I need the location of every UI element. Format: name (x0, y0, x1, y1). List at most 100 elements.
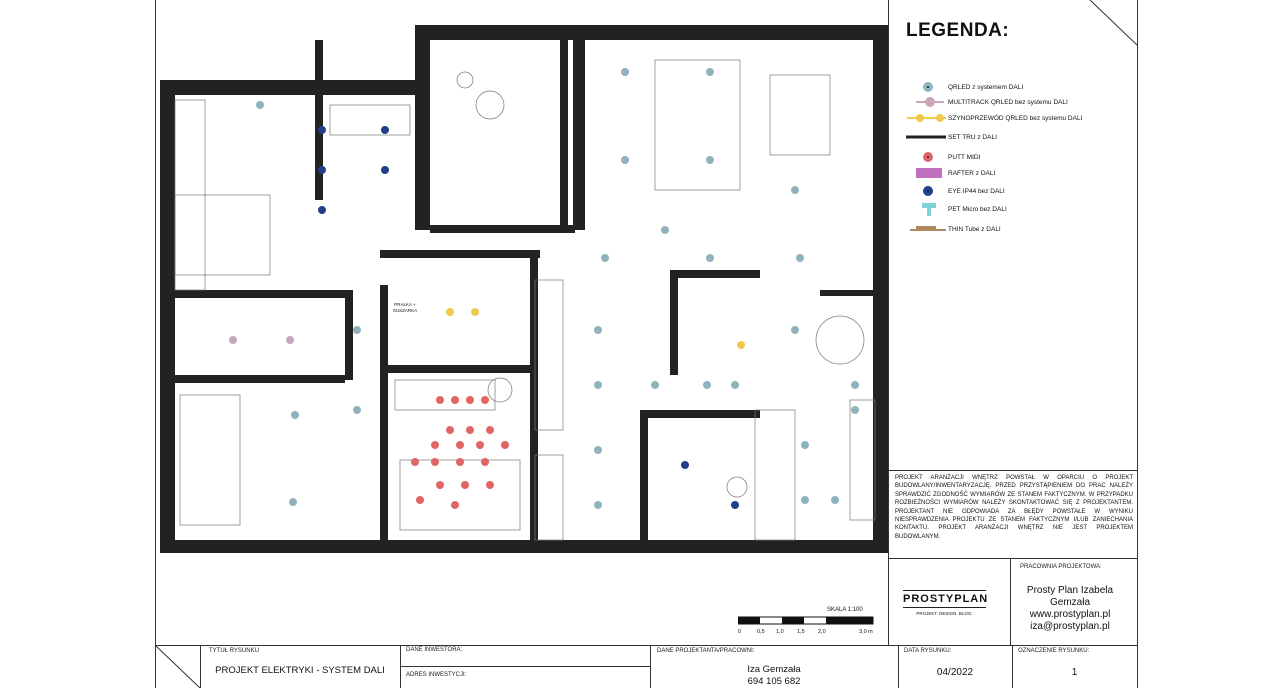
light-fixture (456, 441, 464, 449)
tb-div (200, 645, 201, 688)
furniture (815, 315, 865, 365)
legend-label: PUTT MIDI (948, 153, 981, 161)
light-fixture (851, 381, 859, 389)
studio-info: Prosty Plan Izabela Gemzała www.prostypl… (1012, 585, 1128, 633)
light-fixture (318, 206, 326, 214)
light-fixture (318, 166, 326, 174)
light-fixture (381, 126, 389, 134)
light-fixture (486, 426, 494, 434)
furniture (487, 377, 513, 403)
light-fixture (791, 326, 799, 334)
light-fixture (801, 496, 809, 504)
light-fixture (286, 336, 294, 344)
legend-label: SZYNOPRZEWÓD QRLED bez systemu DALI (948, 114, 1083, 122)
light-fixture (289, 498, 297, 506)
legend-item: SZYNOPRZEWÓD QRLED bez systemu DALI (900, 110, 1130, 126)
number-value: 1 (1071, 667, 1078, 678)
wall (160, 80, 175, 553)
light-fixture (731, 501, 739, 509)
light-fixture (446, 426, 454, 434)
furniture (849, 399, 876, 521)
light-fixture (594, 381, 602, 389)
light-fixture (431, 458, 439, 466)
multitrack-icon (900, 94, 946, 110)
light-fixture (594, 446, 602, 454)
wall (670, 270, 678, 375)
scale-tick: 2,0 (818, 629, 826, 635)
light-fixture (466, 426, 474, 434)
wall (345, 290, 353, 380)
light-fixture (481, 458, 489, 466)
legend-item: PUTT MIDI (900, 149, 1130, 165)
light-fixture (411, 458, 419, 466)
legend-label: THIN Tube z DALI (948, 225, 1001, 233)
scale-bar (738, 616, 874, 625)
wall (415, 25, 888, 40)
frame-right (1137, 0, 1138, 688)
wall (160, 540, 888, 553)
furniture (179, 394, 241, 526)
light-fixture (601, 254, 609, 262)
prostyplan-logo: PROSTYPLAN PROJEKT. DESIGN. BLOG. (903, 590, 987, 616)
light-fixture (466, 396, 474, 404)
wall (380, 365, 530, 373)
furniture (399, 459, 521, 531)
light-fixture (291, 411, 299, 419)
furniture (329, 104, 411, 136)
title-diagonal (155, 645, 201, 688)
studio-website[interactable]: www.prostyplan.pl (1029, 609, 1111, 620)
light-fixture (801, 441, 809, 449)
scale-tick: 0,5 (757, 629, 765, 635)
busbar-icon (900, 110, 946, 126)
legend-label: RAFTER z DALI (948, 169, 996, 177)
wall (873, 25, 888, 545)
wall (573, 25, 585, 230)
wall (175, 290, 345, 298)
drawing-title: PROJEKT ELEKTRYKI - SYSTEM DALI (215, 665, 385, 676)
investor-label: DANE INWESTORA: (406, 647, 463, 653)
legend-label: MULTITRACK QRLED bez systemu DALI (948, 98, 1068, 106)
legend-item: RAFTER z DALI (900, 165, 1130, 181)
rafter-icon (900, 165, 946, 181)
light-fixture (501, 441, 509, 449)
set-tru-icon (900, 129, 946, 145)
wall (640, 410, 760, 418)
scale-label: SKALA 1:100 (827, 607, 863, 613)
wall (430, 225, 575, 233)
light-fixture (451, 501, 459, 509)
date-value: 04/2022 (936, 667, 974, 678)
studio-divider (1010, 558, 1011, 645)
wall (160, 80, 415, 95)
light-fixture (594, 501, 602, 509)
light-fixture (703, 381, 711, 389)
pet-micro-icon (900, 201, 946, 217)
furniture (754, 409, 796, 541)
legend-label: PET Micro bez DALI (948, 205, 1007, 213)
light-fixture (416, 496, 424, 504)
light-fixture (661, 226, 669, 234)
scale-tick: 1,5 (797, 629, 805, 635)
corner-diagonal (1089, 0, 1138, 46)
studio-heading: PRACOWNIA PROJEKTOWA: (1020, 564, 1102, 570)
light-fixture (621, 156, 629, 164)
scale-tick: 1,0 (776, 629, 784, 635)
legend-bottom (888, 470, 1137, 471)
furniture (726, 476, 748, 498)
legend-label: SET TRU z DALI (948, 133, 997, 141)
tb-div (898, 645, 899, 688)
legend-item: THIN Tube z DALI (900, 221, 1130, 237)
light-fixture (706, 254, 714, 262)
studio-email[interactable]: iza@prostyplan.pl (1030, 621, 1110, 632)
wall (380, 250, 540, 258)
light-fixture (229, 336, 237, 344)
note-bottom (888, 558, 1137, 559)
qrled-dali-icon (900, 79, 946, 95)
light-fixture (431, 441, 439, 449)
wall (415, 25, 430, 230)
furniture (534, 279, 564, 431)
logo-name: PROSTYPLAN (903, 590, 987, 608)
legend-item: QRLED z systemem DALI (900, 79, 1130, 95)
furniture (394, 379, 496, 411)
legend-left (888, 0, 889, 645)
light-fixture (731, 381, 739, 389)
